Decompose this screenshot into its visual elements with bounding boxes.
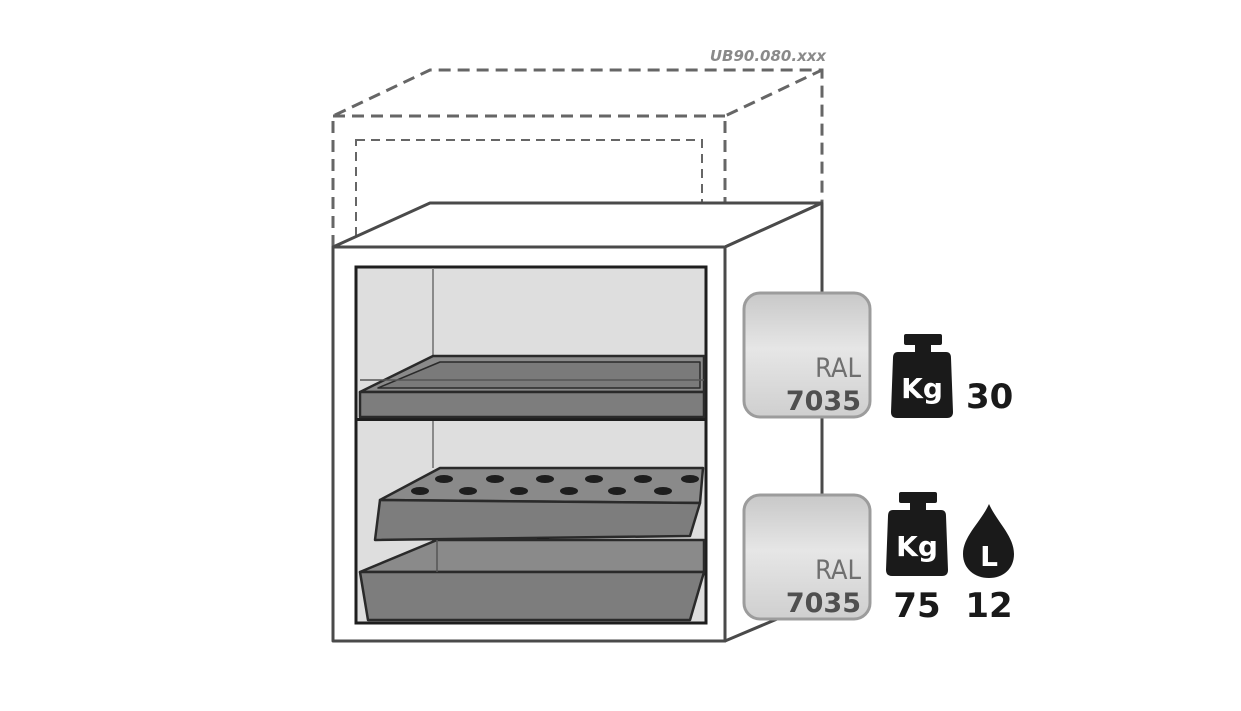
weight-icon: Kg <box>886 492 948 576</box>
model-code-label: UB90.080.xxx <box>710 47 828 65</box>
swatch-label: RAL <box>815 353 861 384</box>
lower-weight-value: 75 <box>893 586 940 626</box>
upper-weight-value: 30 <box>966 377 1013 417</box>
weight-unit: Kg <box>896 530 938 563</box>
liquid-drop-icon: L <box>963 504 1014 578</box>
lower-volume-value: 12 <box>965 586 1012 626</box>
swatch-code: 7035 <box>786 588 861 619</box>
volume-unit: L <box>980 540 998 573</box>
weight-unit: Kg <box>901 372 943 405</box>
insert-holes <box>411 475 699 495</box>
swatch-code: 7035 <box>786 386 861 417</box>
swatch-label: RAL <box>815 555 861 586</box>
color-swatch-upper: RAL 7035 <box>742 291 872 419</box>
perforated-insert <box>373 466 705 542</box>
weight-icon: Kg <box>891 334 953 418</box>
bottom-sump-tray <box>358 538 706 622</box>
upper-shelf-tray <box>358 354 706 419</box>
color-swatch-lower: RAL 7035 <box>742 493 872 621</box>
